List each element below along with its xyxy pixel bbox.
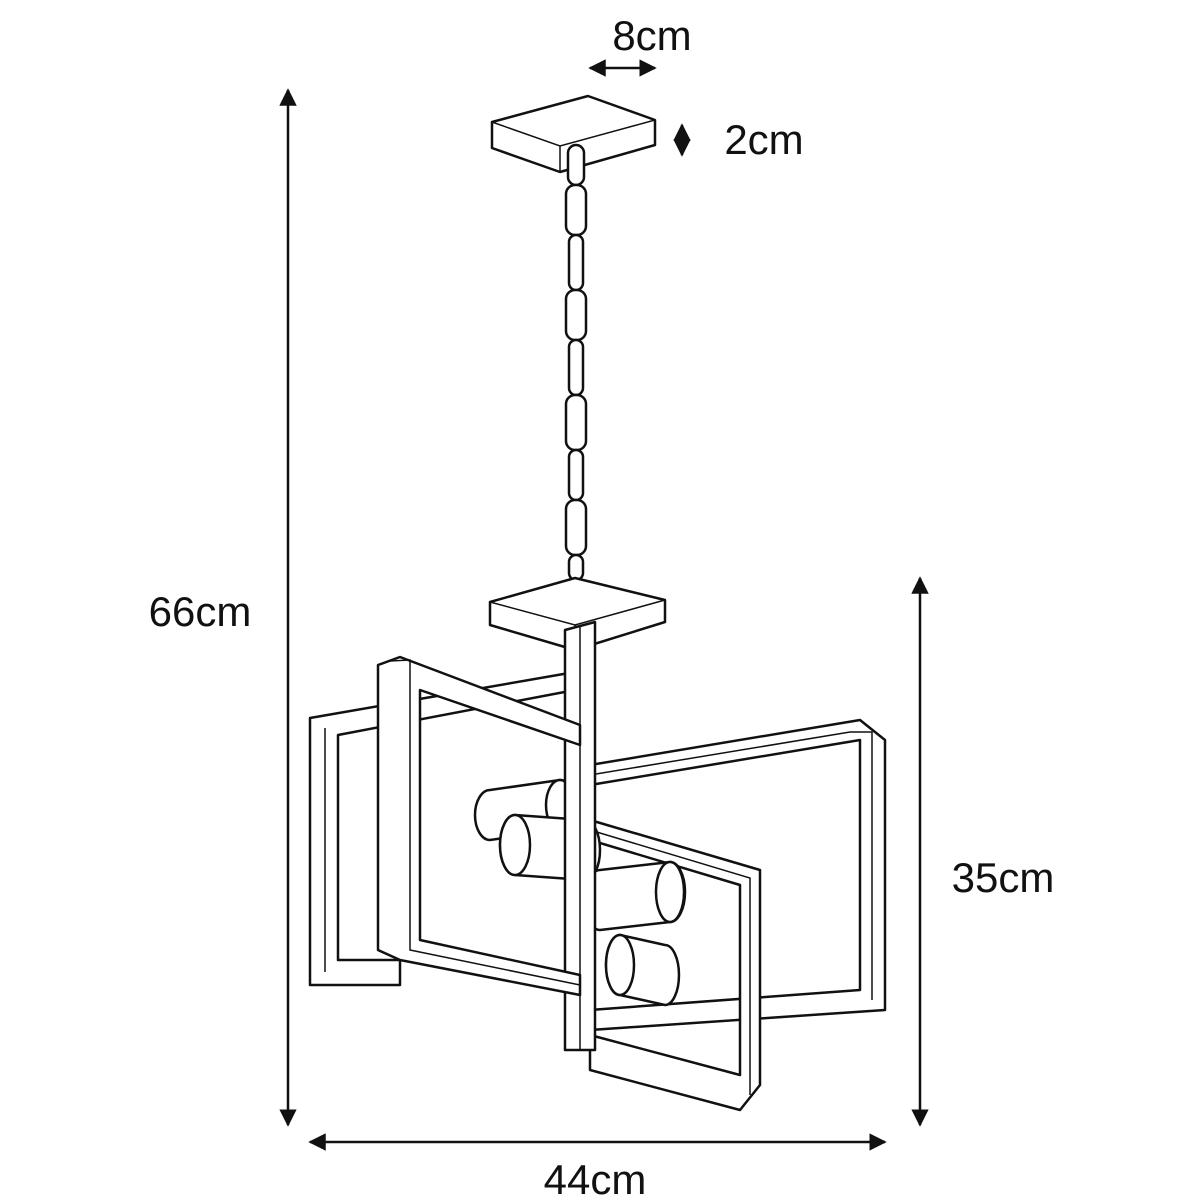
canopy-width-label: 8cm: [612, 12, 692, 59]
body-height-label: 35cm: [951, 854, 1055, 901]
light-cylinders: [473, 778, 687, 1007]
frame-front: [376, 655, 582, 997]
body-width-label: 44cm: [543, 1156, 647, 1203]
canopy-height-label: 2cm: [724, 116, 804, 163]
suspension-chain: [564, 143, 588, 582]
total-height-label: 66cm: [148, 588, 252, 635]
ceiling-canopy: [490, 94, 657, 174]
